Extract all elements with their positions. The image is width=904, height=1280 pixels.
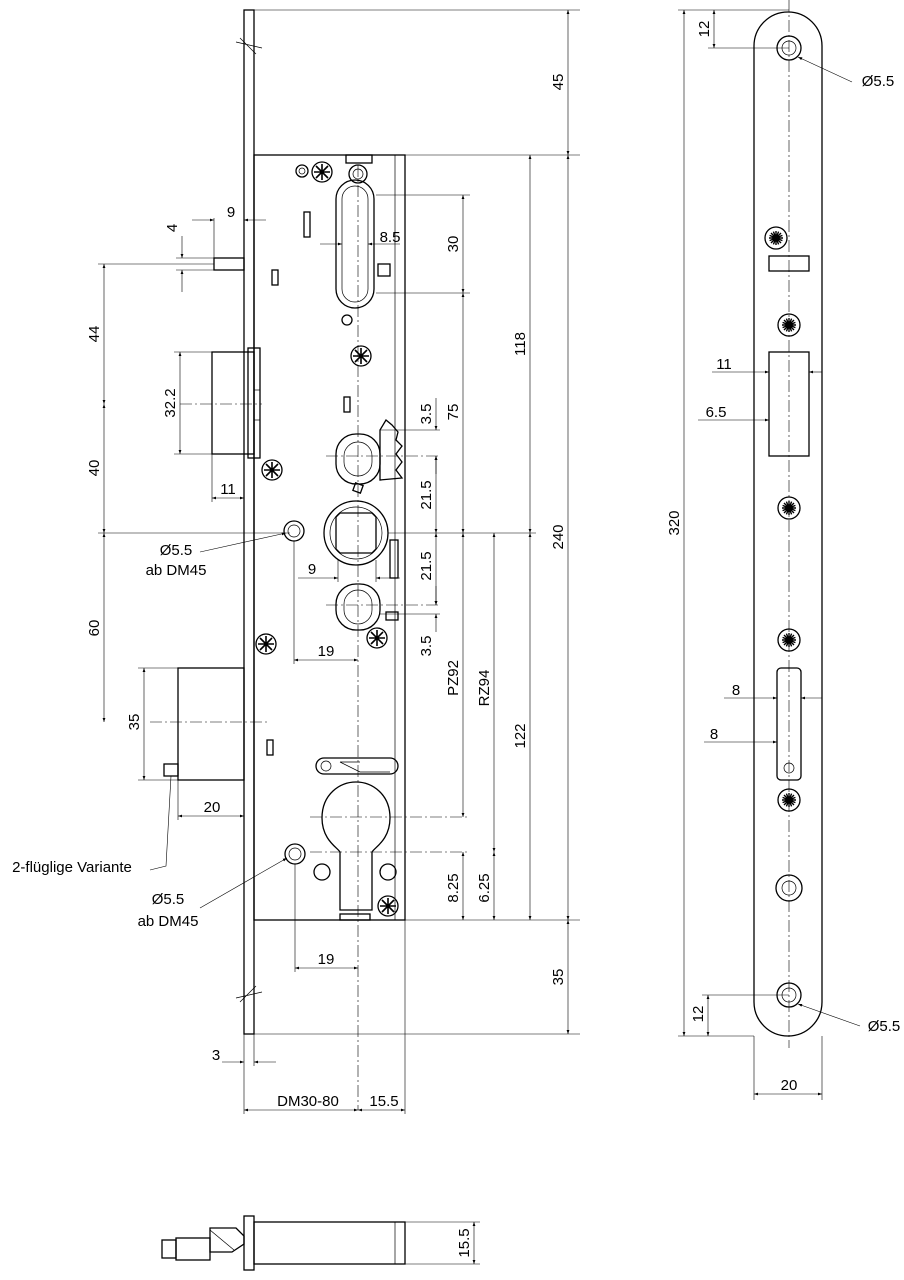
variant-latch <box>177 667 245 781</box>
dim-30: 30 <box>445 236 462 253</box>
dim-3-5-b: 3.5 <box>418 636 435 657</box>
bolt-opening <box>768 351 810 457</box>
forend-section <box>243 1215 255 1271</box>
latch-opening <box>776 667 802 781</box>
cylinder-hole <box>321 781 391 911</box>
dim-21-5-b: 21.5 <box>418 551 435 580</box>
dim-6-5: 6.5 <box>706 404 727 421</box>
deadbolt <box>211 351 255 455</box>
faceplate-view: 12 Ø5.5 11 6.5 320 8 8 12 Ø5.5 20 <box>666 0 900 1100</box>
dim-60: 60 <box>86 620 103 637</box>
dim-8-5: 8.5 <box>380 229 401 246</box>
note-hole-b-1: Ø5.5 <box>152 891 185 908</box>
bottom-view: 15.5 <box>161 1215 480 1271</box>
dim-45: 45 <box>550 74 567 91</box>
dim-4: 4 <box>164 224 181 232</box>
dim-35-bottom: 35 <box>550 969 567 986</box>
dim-pz92: PZ92 <box>445 660 462 696</box>
dim-19-b: 19 <box>318 951 335 968</box>
dim-9-mid: 9 <box>308 561 316 578</box>
dim-3-5-a: 3.5 <box>418 404 435 425</box>
note-hole-a-1: Ø5.5 <box>160 542 193 559</box>
dim-15-5: 15.5 <box>369 1093 398 1110</box>
label-hole-top: Ø5.5 <box>862 73 895 90</box>
dim-19-a: 19 <box>318 643 335 660</box>
front-view: 45 240 35 30 118 122 75 3.5 21.5 21.5 3.… <box>12 9 580 1114</box>
dim-122: 122 <box>512 723 529 748</box>
note-variant: 2-flüglige Variante <box>12 859 132 876</box>
dim-12-bottom: 12 <box>690 1006 707 1023</box>
follower <box>323 500 389 566</box>
dim-6-25: 6.25 <box>476 873 493 902</box>
dim-40: 40 <box>86 460 103 477</box>
dim-3: 3 <box>212 1047 220 1064</box>
dim-44: 44 <box>86 326 103 343</box>
dim-rz94: RZ94 <box>476 670 493 707</box>
case-section <box>253 1221 406 1265</box>
dim-11-faceplate: 11 <box>716 356 732 373</box>
dim-dm30-80: DM30-80 <box>277 1093 339 1110</box>
forend-plate <box>243 9 255 1035</box>
dim-11: 11 <box>220 481 236 498</box>
note-hole-b-2: ab DM45 <box>138 913 199 930</box>
dim-8-a: 8 <box>732 682 740 699</box>
faceplate <box>753 11 823 1037</box>
dim-21-5-a: 21.5 <box>418 480 435 509</box>
dim-320: 320 <box>666 510 683 535</box>
lock-case <box>253 154 406 921</box>
dim-20: 20 <box>204 799 221 816</box>
dim-9-top: 9 <box>227 204 235 221</box>
dim-32-2: 32.2 <box>162 388 179 417</box>
dim-240: 240 <box>550 524 567 549</box>
dim-35-left: 35 <box>126 714 143 731</box>
label-hole-bottom: Ø5.5 <box>868 1018 901 1035</box>
note-hole-a-2: ab DM45 <box>146 562 207 579</box>
dim-75: 75 <box>445 404 462 421</box>
dim-12-top: 12 <box>696 21 713 38</box>
dim-15-5-bottom: 15.5 <box>456 1228 473 1257</box>
dim-8-25: 8.25 <box>445 873 462 902</box>
dim-20-faceplate: 20 <box>781 1077 798 1094</box>
dim-118: 118 <box>512 332 529 356</box>
dim-8-b: 8 <box>710 726 718 743</box>
